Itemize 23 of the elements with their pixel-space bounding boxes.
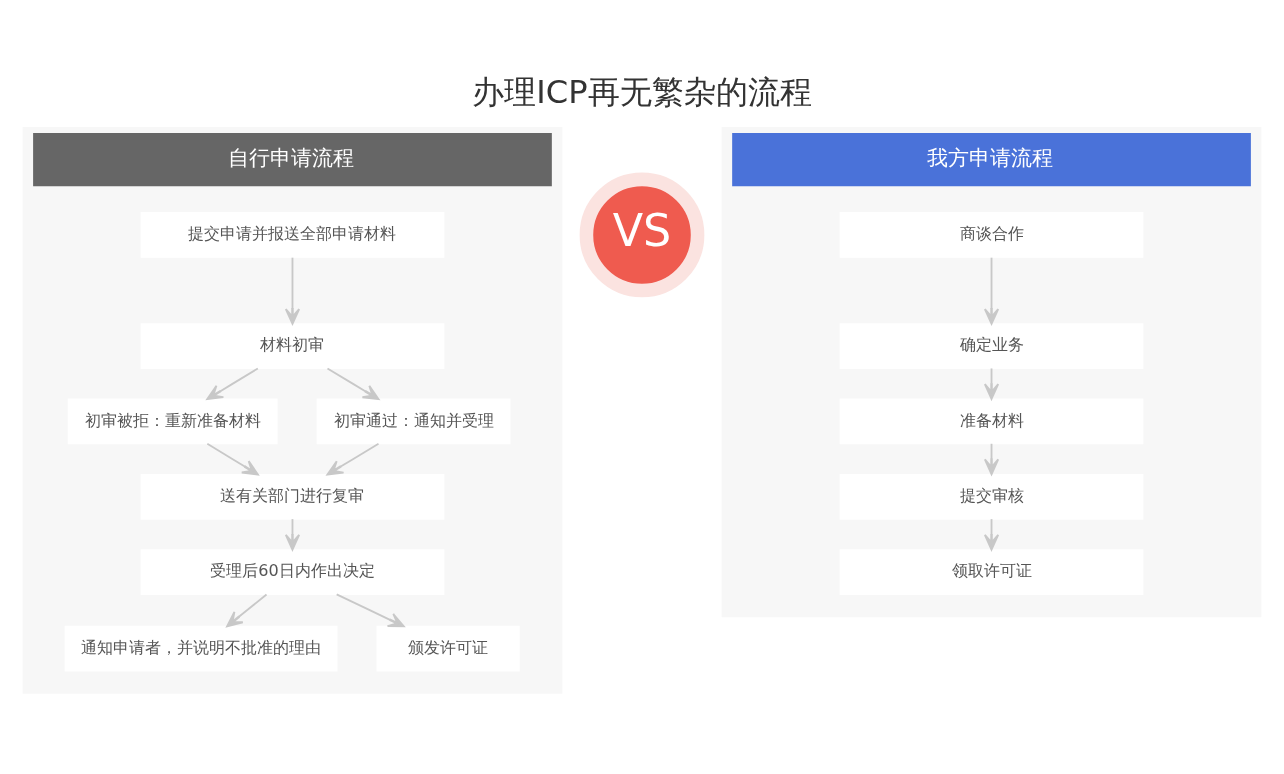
arrow	[206, 367, 259, 400]
arrow	[983, 256, 1000, 325]
node-box: 通知申请者，并说明不批准的理由	[64, 625, 338, 672]
node-box: 颁发许可证	[376, 625, 520, 672]
node-box: 提交申请并报送全部申请材料	[140, 211, 445, 258]
node-box: 商谈合作	[839, 211, 1144, 258]
arrow	[335, 593, 405, 627]
node-box: 初审通过：通知并受理	[316, 398, 511, 444]
node-box: 领取许可证	[839, 548, 1144, 595]
arrow	[226, 593, 268, 627]
node-box: 提交审核	[839, 473, 1144, 520]
node-box: 初审被拒：重新准备材料	[67, 398, 278, 444]
node-box: 准备材料	[839, 398, 1144, 444]
arrow	[284, 256, 301, 325]
arrow	[206, 442, 259, 475]
node-box: 材料初审	[140, 322, 445, 369]
node-box: 确定业务	[839, 322, 1144, 369]
diagram-title: 办理ICP再无繁杂的流程	[472, 72, 812, 111]
arrow	[326, 442, 380, 475]
node-circle: VS	[579, 172, 705, 297]
node-box: 受理后60日内作出决定	[140, 548, 445, 595]
node-box: 送有关部门进行复审	[140, 473, 445, 520]
arrow	[326, 367, 380, 400]
